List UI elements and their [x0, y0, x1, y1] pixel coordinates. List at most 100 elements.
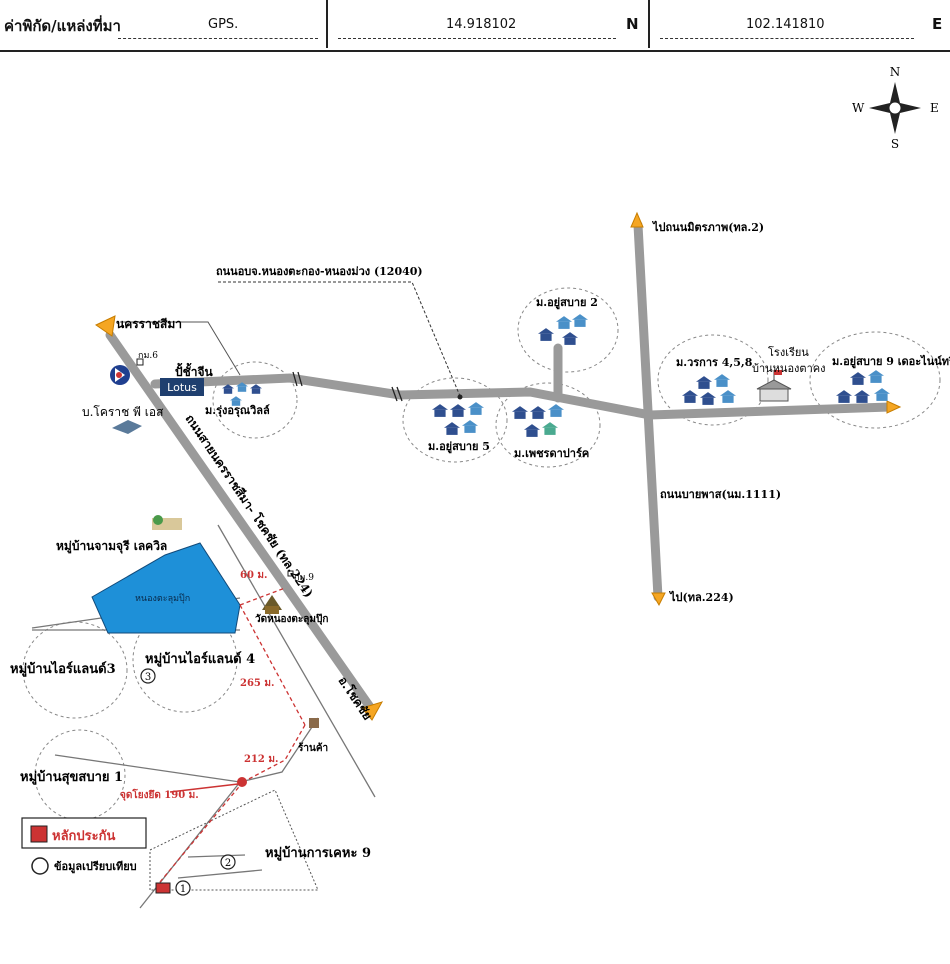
label-to-224: ไป(ทล.224) — [668, 590, 734, 604]
village-boundary — [657, 334, 769, 426]
houses-worakan — [682, 374, 736, 405]
label-yusabai9: ม.อยู่สบาย 9 เดอะไนน์ทรี — [832, 354, 950, 369]
header-source-cell: ค่าพิกัด/แหล่งที่มา GPS. — [0, 0, 328, 48]
label-korat-ps: บ.โคราช พี เอส — [82, 405, 164, 419]
houses-rungaroon — [222, 382, 262, 406]
local-road — [177, 869, 263, 879]
marker-2 — [220, 854, 236, 870]
label-yusabai5: ม.อยู่สบาย 5 — [428, 440, 490, 454]
label-island3: หมู่บ้านไอร์แลนด์3 — [10, 660, 116, 677]
village-boundary — [132, 607, 238, 713]
compass-n: N — [890, 65, 901, 79]
village-boundary — [402, 377, 508, 463]
label-road-1111: ถนนบายพาส(นม.1111) — [660, 488, 781, 501]
houses-yusabai5 — [432, 402, 484, 435]
road-12040 — [150, 373, 895, 420]
road-break-mark — [391, 386, 398, 402]
anchor-arrow — [169, 783, 239, 793]
anchor-point — [237, 777, 247, 787]
marker-3 — [140, 668, 156, 684]
header-underline — [338, 38, 616, 39]
arrow-to-korat — [95, 315, 116, 337]
label-leader — [218, 281, 461, 397]
label-petchara: ม.เพชรดาปาร์ค — [514, 447, 589, 460]
header-label: ค่าพิกัด/แหล่งที่มา — [4, 17, 121, 35]
label-suksabai: หมู่บ้านสุขสบาย 1 — [20, 769, 123, 785]
road-224 — [105, 330, 375, 712]
header-lat: 14.918102 — [446, 17, 517, 32]
road-break-mark — [396, 386, 403, 402]
label-temple: วัดหนองตะลุมปุ๊ก — [255, 613, 328, 625]
km6-label: กม.6 — [138, 351, 158, 361]
school-icon — [756, 370, 792, 402]
road-1111 — [633, 220, 663, 602]
karakeha-boundary — [149, 789, 319, 891]
label-school-1: โรงเรียน — [768, 345, 809, 359]
header-underline — [118, 38, 318, 39]
local-road — [54, 754, 241, 783]
area-outline — [120, 321, 241, 376]
village-gate-icon — [152, 515, 182, 530]
local-road — [217, 524, 376, 798]
compass-e: E — [930, 101, 939, 115]
leader-dot — [457, 394, 463, 400]
village-boundary — [212, 361, 298, 439]
route-segment — [159, 781, 244, 883]
arrow-to-224 — [651, 592, 666, 607]
collateral-marker — [155, 882, 171, 894]
label-karakeha: หมู่บ้านการเคหะ 9 — [265, 845, 371, 861]
arrow-to-mittraphap — [630, 211, 644, 228]
label-island4: หมู่บ้านไอร์แลนด์ 4 — [145, 650, 255, 667]
dist-190: จุดโยงยึด 190 ม. — [120, 788, 199, 801]
lotus-logo: Lotus — [160, 378, 204, 396]
village-boundary — [809, 331, 941, 429]
label-school-2: บ้านหนองตาคง — [752, 362, 825, 375]
km-post-icon — [287, 570, 294, 577]
compass-w: W — [852, 101, 865, 115]
marker-1-label: 1 — [180, 884, 186, 895]
dist-60: 60 ม. — [240, 570, 267, 581]
header-lat-cell: 14.918102 N — [328, 0, 650, 48]
marker-2-label: 2 — [225, 858, 231, 869]
location-map: Lotus กม.6 กม.9 N S E W ไปถนนมิตรภาพ(ทล.… — [10, 65, 950, 909]
label-yusabai2: ม.อยู่สบาย 2 — [536, 296, 598, 310]
compass-s: S — [891, 137, 899, 151]
gas-station-icon — [110, 365, 130, 385]
dist-265: 265 ม. — [240, 678, 274, 689]
label-pond: หนองตะลุมปุ๊ก — [135, 593, 190, 604]
km9-label: กม.9 — [294, 573, 314, 583]
local-road — [239, 717, 319, 783]
compass-rose-icon — [869, 82, 921, 134]
header-lat-dir: N — [626, 15, 639, 33]
coordinate-header: ค่าพิกัด/แหล่งที่มา GPS. 14.918102 N 102… — [0, 0, 950, 52]
label-worakan: ม.วรการ 4,5,8 — [676, 356, 753, 369]
label-to-mittraphap: ไปถนนมิตรภาพ(ทล.2) — [651, 220, 764, 234]
label-to-korat: นครราชสีมา — [116, 317, 182, 331]
marker-3-label: 3 — [145, 672, 151, 683]
village-boundary — [517, 287, 619, 373]
village-boundary — [495, 382, 601, 468]
label-shop: ร้านค้า — [298, 742, 328, 754]
marker-1 — [175, 880, 191, 896]
village-boundary — [34, 729, 126, 821]
route-segment — [242, 724, 306, 783]
route-segment — [239, 604, 306, 726]
km-post-icon — [136, 358, 144, 366]
label-rungaroon: ม.รุ่งอรุณวิลล์ — [205, 404, 270, 418]
temple-icon — [262, 595, 282, 614]
factory-icon — [112, 420, 142, 434]
label-pump: ปั้ชั้าจีน — [175, 362, 214, 379]
header-source: GPS. — [208, 17, 239, 32]
legend-comparison: ข้อมูลเปรียบเทียบ — [54, 860, 137, 874]
header-lon-dir: E — [932, 15, 943, 33]
header-lon: 102.141810 — [746, 17, 825, 32]
pond — [91, 542, 241, 634]
local-road — [187, 854, 246, 858]
svg-text:Lotus: Lotus — [167, 381, 197, 394]
route-segment — [239, 587, 286, 606]
header-lon-cell: 102.141810 E — [650, 0, 948, 48]
arrow-to-chokchai — [361, 701, 384, 721]
road-break-mark — [297, 371, 303, 387]
label-jamjuree: หมู่บ้านจามจุรี เลควิล — [56, 539, 167, 554]
road-break-mark — [292, 371, 298, 387]
